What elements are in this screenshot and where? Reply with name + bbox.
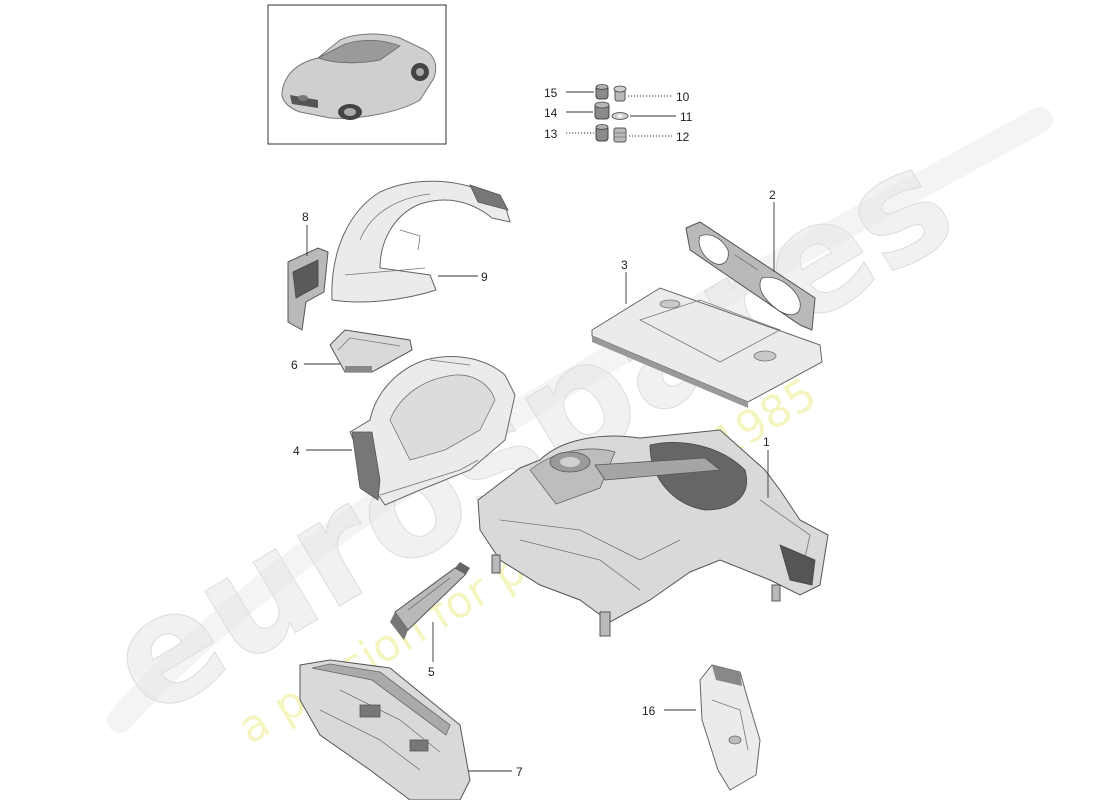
part-1-rear-body-structure [477,429,829,637]
callout-3: 3 [621,258,628,272]
part-7-rear-end-panel [299,659,471,800]
part-13-spacer [595,124,609,142]
part-6-cover-plate [329,329,413,373]
callout-10: 10 [676,90,690,104]
callout-2: 2 [769,188,776,202]
part-14-grommet [594,101,610,120]
part-3-floor-panel [591,287,823,408]
part-2-rear-panel [685,221,816,331]
callout-9: 9 [481,270,488,284]
callout-13: 13 [544,127,558,141]
part-15-nut [595,84,609,100]
callout-14: 14 [544,106,558,120]
part-10-bolt [613,85,627,102]
callout-8: 8 [302,210,309,224]
callout-12: 12 [676,130,690,144]
part-4-inner-wheel-housing [349,355,516,506]
part-11-washer [611,112,629,120]
part-5-cross-member [390,562,470,640]
part-12-sleeve [613,127,627,143]
fasteners-group: 15 14 13 10 11 [544,84,693,144]
callout-4: 4 [293,444,300,458]
car-illustration [281,33,437,120]
part-8-bracket [287,247,329,331]
vehicle-thumbnail [267,4,447,145]
callout-15: 15 [544,86,558,100]
watermark: eurospares a passion for parts since 198… [78,107,1053,754]
callout-6: 6 [291,358,298,372]
callout-5: 5 [428,665,435,679]
callout-7: 7 [516,765,523,779]
part-9-wheel-arch-liner [331,180,511,303]
callout-1: 1 [763,435,770,449]
watermark-brand: eurospares [79,113,982,751]
callout-16: 16 [642,704,656,718]
part-16-side-panel [699,664,761,791]
callout-11: 11 [680,110,693,124]
